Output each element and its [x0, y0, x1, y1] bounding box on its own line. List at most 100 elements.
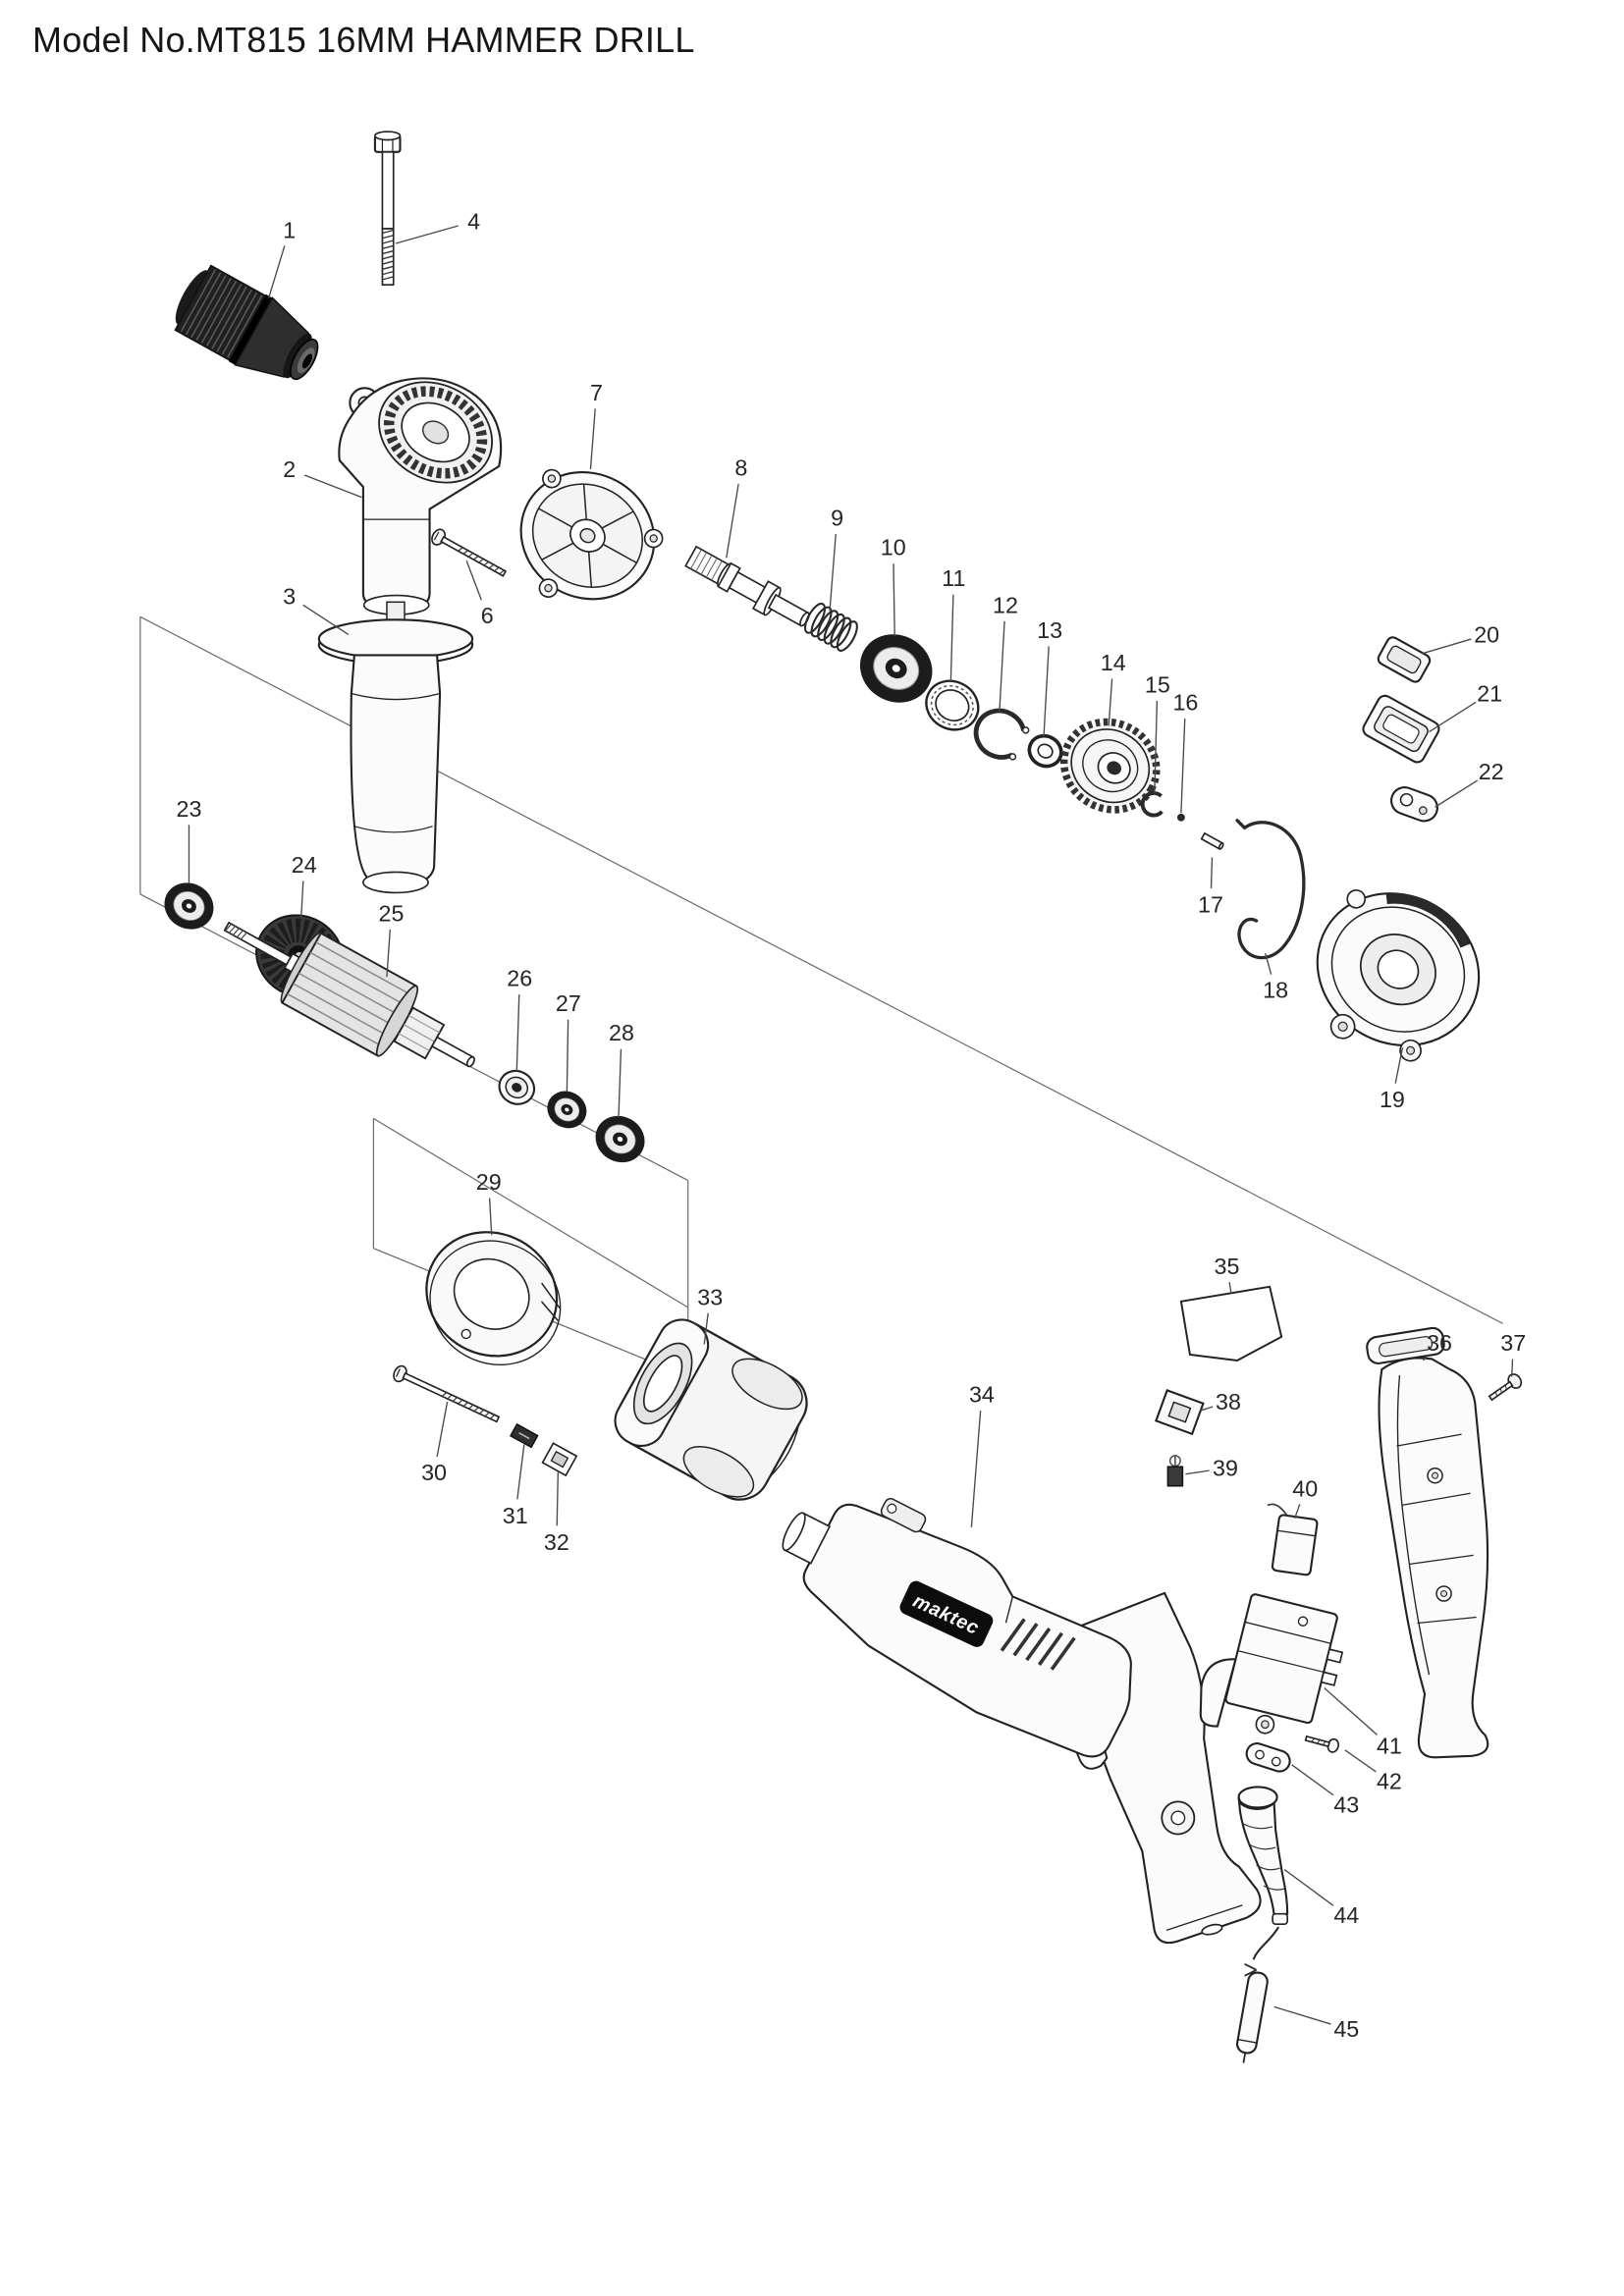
leader-line-35	[1228, 1281, 1232, 1295]
leader-line-42	[1344, 1749, 1377, 1773]
leader-line-13	[1043, 646, 1050, 737]
part-number-34: 34	[969, 1382, 995, 1408]
part-11-ring	[925, 679, 980, 731]
part-number-20: 20	[1474, 621, 1499, 647]
part-number-24: 24	[292, 852, 317, 878]
leader-line-7	[589, 408, 596, 470]
part-25-armature	[223, 921, 475, 1068]
leader-line-20	[1421, 638, 1472, 655]
part-number-labels-layer: 1234678910111213141516171819202122232425…	[177, 208, 1527, 2041]
part-26-washer	[498, 1069, 536, 1105]
part-15-clip	[1140, 791, 1164, 818]
part-3-side-handle	[317, 601, 474, 894]
leader-line-31	[516, 1444, 525, 1500]
leader-line-29	[488, 1198, 493, 1236]
part-number-44: 44	[1333, 1902, 1359, 1928]
leader-line-34	[970, 1410, 982, 1527]
leader-line-10	[893, 563, 895, 636]
leader-line-22	[1435, 779, 1479, 808]
leader-line-3	[302, 604, 350, 635]
part-20-cap	[1377, 636, 1432, 683]
part-number-31: 31	[503, 1503, 528, 1528]
part-number-38: 38	[1216, 1389, 1241, 1415]
part-number-29: 29	[476, 1169, 502, 1195]
part-number-17: 17	[1198, 891, 1223, 917]
part-14-gear	[1059, 718, 1161, 814]
leader-line-4	[395, 225, 459, 244]
part-13-ring	[1027, 733, 1063, 769]
part-30-screw	[393, 1364, 501, 1423]
part-number-10: 10	[881, 535, 906, 561]
part-12-retaining-ring	[973, 708, 1030, 761]
leader-line-45	[1273, 2005, 1331, 2025]
part-6-screw	[431, 528, 508, 577]
part-43-cord-clamp	[1245, 1742, 1291, 1773]
leader-line-36	[1423, 1354, 1430, 1362]
leader-line-28	[618, 1048, 623, 1117]
part-number-23: 23	[177, 796, 202, 822]
part-number-43: 43	[1333, 1791, 1359, 1817]
leader-line-2	[303, 474, 362, 499]
part-42-screw	[1304, 1735, 1339, 1753]
part-number-3: 3	[283, 583, 296, 609]
part-number-36: 36	[1427, 1330, 1452, 1356]
part-2-gear-housing	[338, 377, 503, 615]
part-9-spring	[803, 602, 858, 652]
leader-line-40	[1294, 1504, 1301, 1520]
part-7-gear-cover	[519, 468, 664, 601]
leader-line-27	[566, 1019, 569, 1093]
part-number-4: 4	[467, 208, 480, 234]
part-22-clamp-plate	[1390, 786, 1438, 823]
leader-line-9	[829, 534, 837, 612]
part-number-41: 41	[1377, 1733, 1402, 1758]
leader-line-8	[726, 483, 739, 559]
part-38-brush-holder	[1155, 1389, 1205, 1436]
part-number-7: 7	[590, 380, 603, 405]
part-number-1: 1	[283, 218, 296, 243]
part-number-32: 32	[544, 1529, 569, 1555]
leader-line-1	[268, 245, 286, 298]
part-36-handle-cover	[1366, 1326, 1489, 1759]
part-number-9: 9	[831, 506, 843, 531]
part-number-25: 25	[379, 900, 405, 926]
part-21-cover-plate	[1362, 694, 1440, 764]
part-number-14: 14	[1101, 650, 1126, 675]
part-number-27: 27	[556, 990, 581, 1016]
part-number-19: 19	[1380, 1087, 1405, 1112]
part-number-16: 16	[1172, 690, 1198, 716]
part-33-stator	[614, 1318, 808, 1501]
part-number-33: 33	[697, 1284, 723, 1309]
leader-line-17	[1210, 857, 1214, 888]
leader-line-18	[1264, 952, 1272, 975]
part-40-capacitor	[1267, 1503, 1319, 1576]
leader-line-11	[949, 594, 954, 682]
part-4-bolt	[373, 131, 402, 286]
leader-line-6	[465, 560, 482, 601]
part-number-13: 13	[1037, 617, 1062, 643]
part-28-ball-bearing	[586, 1106, 654, 1172]
leader-line-15	[1154, 701, 1159, 794]
leader-line-30	[436, 1401, 449, 1458]
leader-line-24	[300, 881, 304, 919]
part-39-carbon-brush	[1166, 1455, 1184, 1487]
part-number-21: 21	[1477, 681, 1502, 707]
part-29-baffle-ring	[425, 1231, 562, 1365]
part-number-22: 22	[1479, 759, 1504, 784]
part-number-45: 45	[1333, 2016, 1359, 2042]
part-19-bearing-box	[1316, 888, 1481, 1062]
part-31-terminal	[509, 1422, 539, 1449]
part-44-cord-guard	[1237, 1786, 1289, 1926]
part-number-30: 30	[421, 1460, 447, 1485]
part-18-wire-bail	[1235, 819, 1306, 960]
part-number-12: 12	[993, 592, 1018, 617]
leader-line-26	[515, 994, 520, 1072]
leader-line-21	[1429, 701, 1477, 733]
part-45-power-cord	[1235, 1926, 1280, 2063]
part-16-pin	[1176, 813, 1185, 822]
part-number-18: 18	[1263, 978, 1288, 1003]
part-41-switch	[1199, 1593, 1344, 1735]
part-number-28: 28	[609, 1020, 634, 1045]
part-number-6: 6	[481, 603, 494, 628]
